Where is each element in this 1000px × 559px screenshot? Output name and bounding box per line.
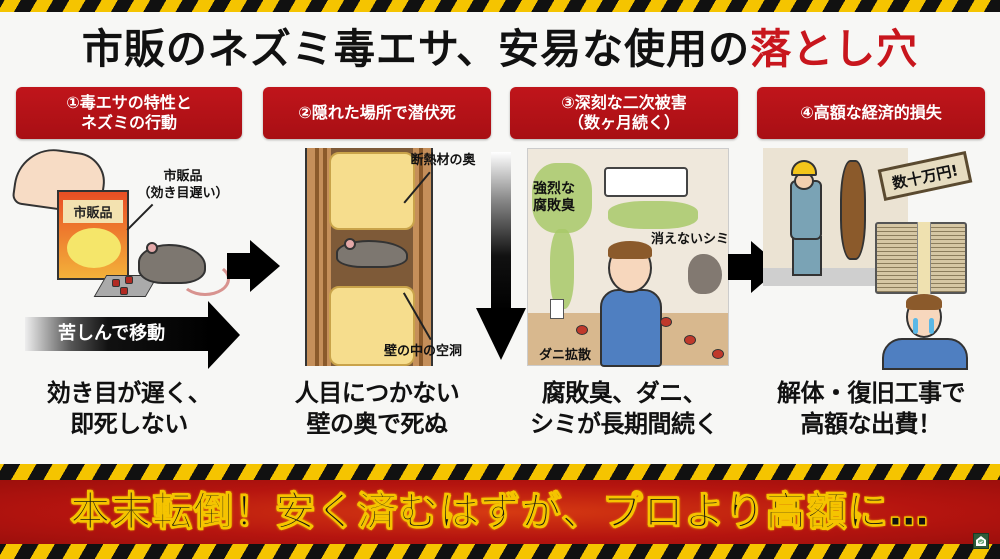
distressed-person-hair-icon xyxy=(906,294,942,310)
floor xyxy=(763,268,893,286)
callout-insulation: 断熱材の奥 xyxy=(410,153,476,168)
page-title: 市販のネズミ毒エサ、安易な使用の落とし穴 xyxy=(0,22,1000,76)
wall-stud xyxy=(419,148,423,366)
odor-cloud-icon xyxy=(532,163,592,233)
summary-3-line1: 腐敗臭、ダニ、 xyxy=(541,379,707,407)
bottom-banner-text: 本末転倒！安く済むはずが、プロより高額に… xyxy=(70,489,930,536)
callout-wall-cavity: 壁の中の空洞 xyxy=(383,344,462,359)
wall-stud xyxy=(315,148,319,366)
shield-house-logo-icon xyxy=(973,533,989,549)
shield-check-icon xyxy=(976,536,986,546)
mite-icon xyxy=(576,325,588,335)
arrow-right-icon xyxy=(227,253,251,279)
callout-leader-line xyxy=(126,203,153,231)
mite-icon xyxy=(712,349,724,359)
bait-pellet-icon xyxy=(112,279,120,287)
panel-3-illustration: 強烈な 腐敗臭 消えないシミ ダニ拡散 xyxy=(524,148,729,367)
summary-4-line2: 高額な出費！ xyxy=(800,410,943,438)
title-main: 市販のネズミ毒エサ、安易な使用の xyxy=(81,25,751,73)
wall-hole-icon xyxy=(840,160,866,260)
air-conditioner-icon xyxy=(604,167,688,197)
down-arrow-body xyxy=(491,152,511,312)
poison-box-icon: 市販品 xyxy=(57,190,129,280)
callout-stain: 消えないシミ xyxy=(650,232,729,247)
summary-4-line1: 解体・復旧工事で xyxy=(777,379,966,407)
summary-3-line2: シミが長期間続く xyxy=(530,410,719,438)
title-accent: 落とし穴 xyxy=(750,25,919,73)
callout-line1: 市販品 xyxy=(163,169,203,184)
callout-line2: （効き目遅い） xyxy=(137,186,229,201)
bait-pellet-icon xyxy=(125,276,133,284)
arrow-right-icon xyxy=(728,254,752,280)
odor-cloud-ac-icon xyxy=(608,201,698,229)
callout-commercial-product: 市販品 （効き目遅い） xyxy=(128,168,238,202)
step-header-3-line1: ③深刻な二次被害 xyxy=(561,93,687,112)
rat-ear-icon xyxy=(146,242,158,254)
tear-icon xyxy=(929,318,934,334)
worker-legs-icon xyxy=(792,236,822,276)
summary-4: 解体・復旧工事で 高額な出費！ xyxy=(757,378,985,440)
rat-emblem-icon xyxy=(67,228,121,268)
step-header-3-line2: （数ヶ月続く） xyxy=(567,113,680,132)
summary-2-line2: 壁の奥で死ぬ xyxy=(306,410,449,438)
person-body-icon xyxy=(600,289,662,367)
down-arrow-head-icon xyxy=(476,308,526,360)
outlet-icon xyxy=(550,299,564,319)
step-header-2-line1: ②隠れた場所で潜伏死 xyxy=(298,103,456,122)
summary-2: 人目につかない 壁の奥で死ぬ xyxy=(263,378,491,440)
hard-hat-icon xyxy=(791,160,817,176)
worker-body-icon xyxy=(790,180,822,240)
mite-icon xyxy=(684,335,696,345)
callout-odor-line2: 腐敗臭 xyxy=(533,198,575,214)
summary-1-line1: 効き目が遅く、 xyxy=(46,379,212,407)
arrow-right-head-icon xyxy=(250,240,280,292)
distressed-person-body-icon xyxy=(882,338,968,370)
odor-wisp-icon xyxy=(550,229,574,309)
hazard-stripe-top xyxy=(0,0,1000,12)
wall-stud xyxy=(323,148,327,366)
suffer-arrow-body xyxy=(25,317,210,351)
stain-icon xyxy=(688,254,722,294)
callout-odor-line1: 強烈な xyxy=(533,181,575,197)
summary-1: 効き目が遅く、 即死しない xyxy=(16,378,242,440)
bottom-banner-background xyxy=(0,480,1000,544)
step-header-4: ④高額な経済的損失 xyxy=(757,87,985,139)
step-header-2: ②隠れた場所で潜伏死 xyxy=(263,87,491,139)
step-header-3: ③深刻な二次被害 （数ヶ月続く） xyxy=(510,87,738,139)
summary-1-line2: 即死しない xyxy=(70,410,188,438)
step-header-1-line1: ①毒エサの特性と xyxy=(66,93,192,112)
money-band-icon xyxy=(917,222,931,294)
summary-2-line1: 人目につかない xyxy=(294,379,460,407)
rat-tail-icon xyxy=(180,262,230,296)
bait-pellet-icon xyxy=(120,287,128,295)
poison-box-label: 市販品 xyxy=(63,200,123,223)
step-header-4-line1: ④高額な経済的損失 xyxy=(800,103,942,122)
rat-ear-icon xyxy=(344,238,356,250)
suffer-arrow-label: 苦しんで移動 xyxy=(58,323,166,344)
mite-icon xyxy=(660,317,672,327)
summary-3: 腐敗臭、ダニ、 シミが長期間続く xyxy=(508,378,740,440)
step-header-1-line2: ネズミの行動 xyxy=(80,113,177,132)
person-hair-icon xyxy=(608,241,652,259)
insulation-bottom xyxy=(329,286,415,366)
step-header-1: ①毒エサの特性と ネズミの行動 xyxy=(16,87,242,139)
callout-mites: ダニ拡散 xyxy=(538,348,591,363)
callout-odor: 強烈な 腐敗臭 xyxy=(524,181,584,215)
suffer-arrow-head-icon xyxy=(208,301,240,369)
tear-icon xyxy=(913,318,918,334)
